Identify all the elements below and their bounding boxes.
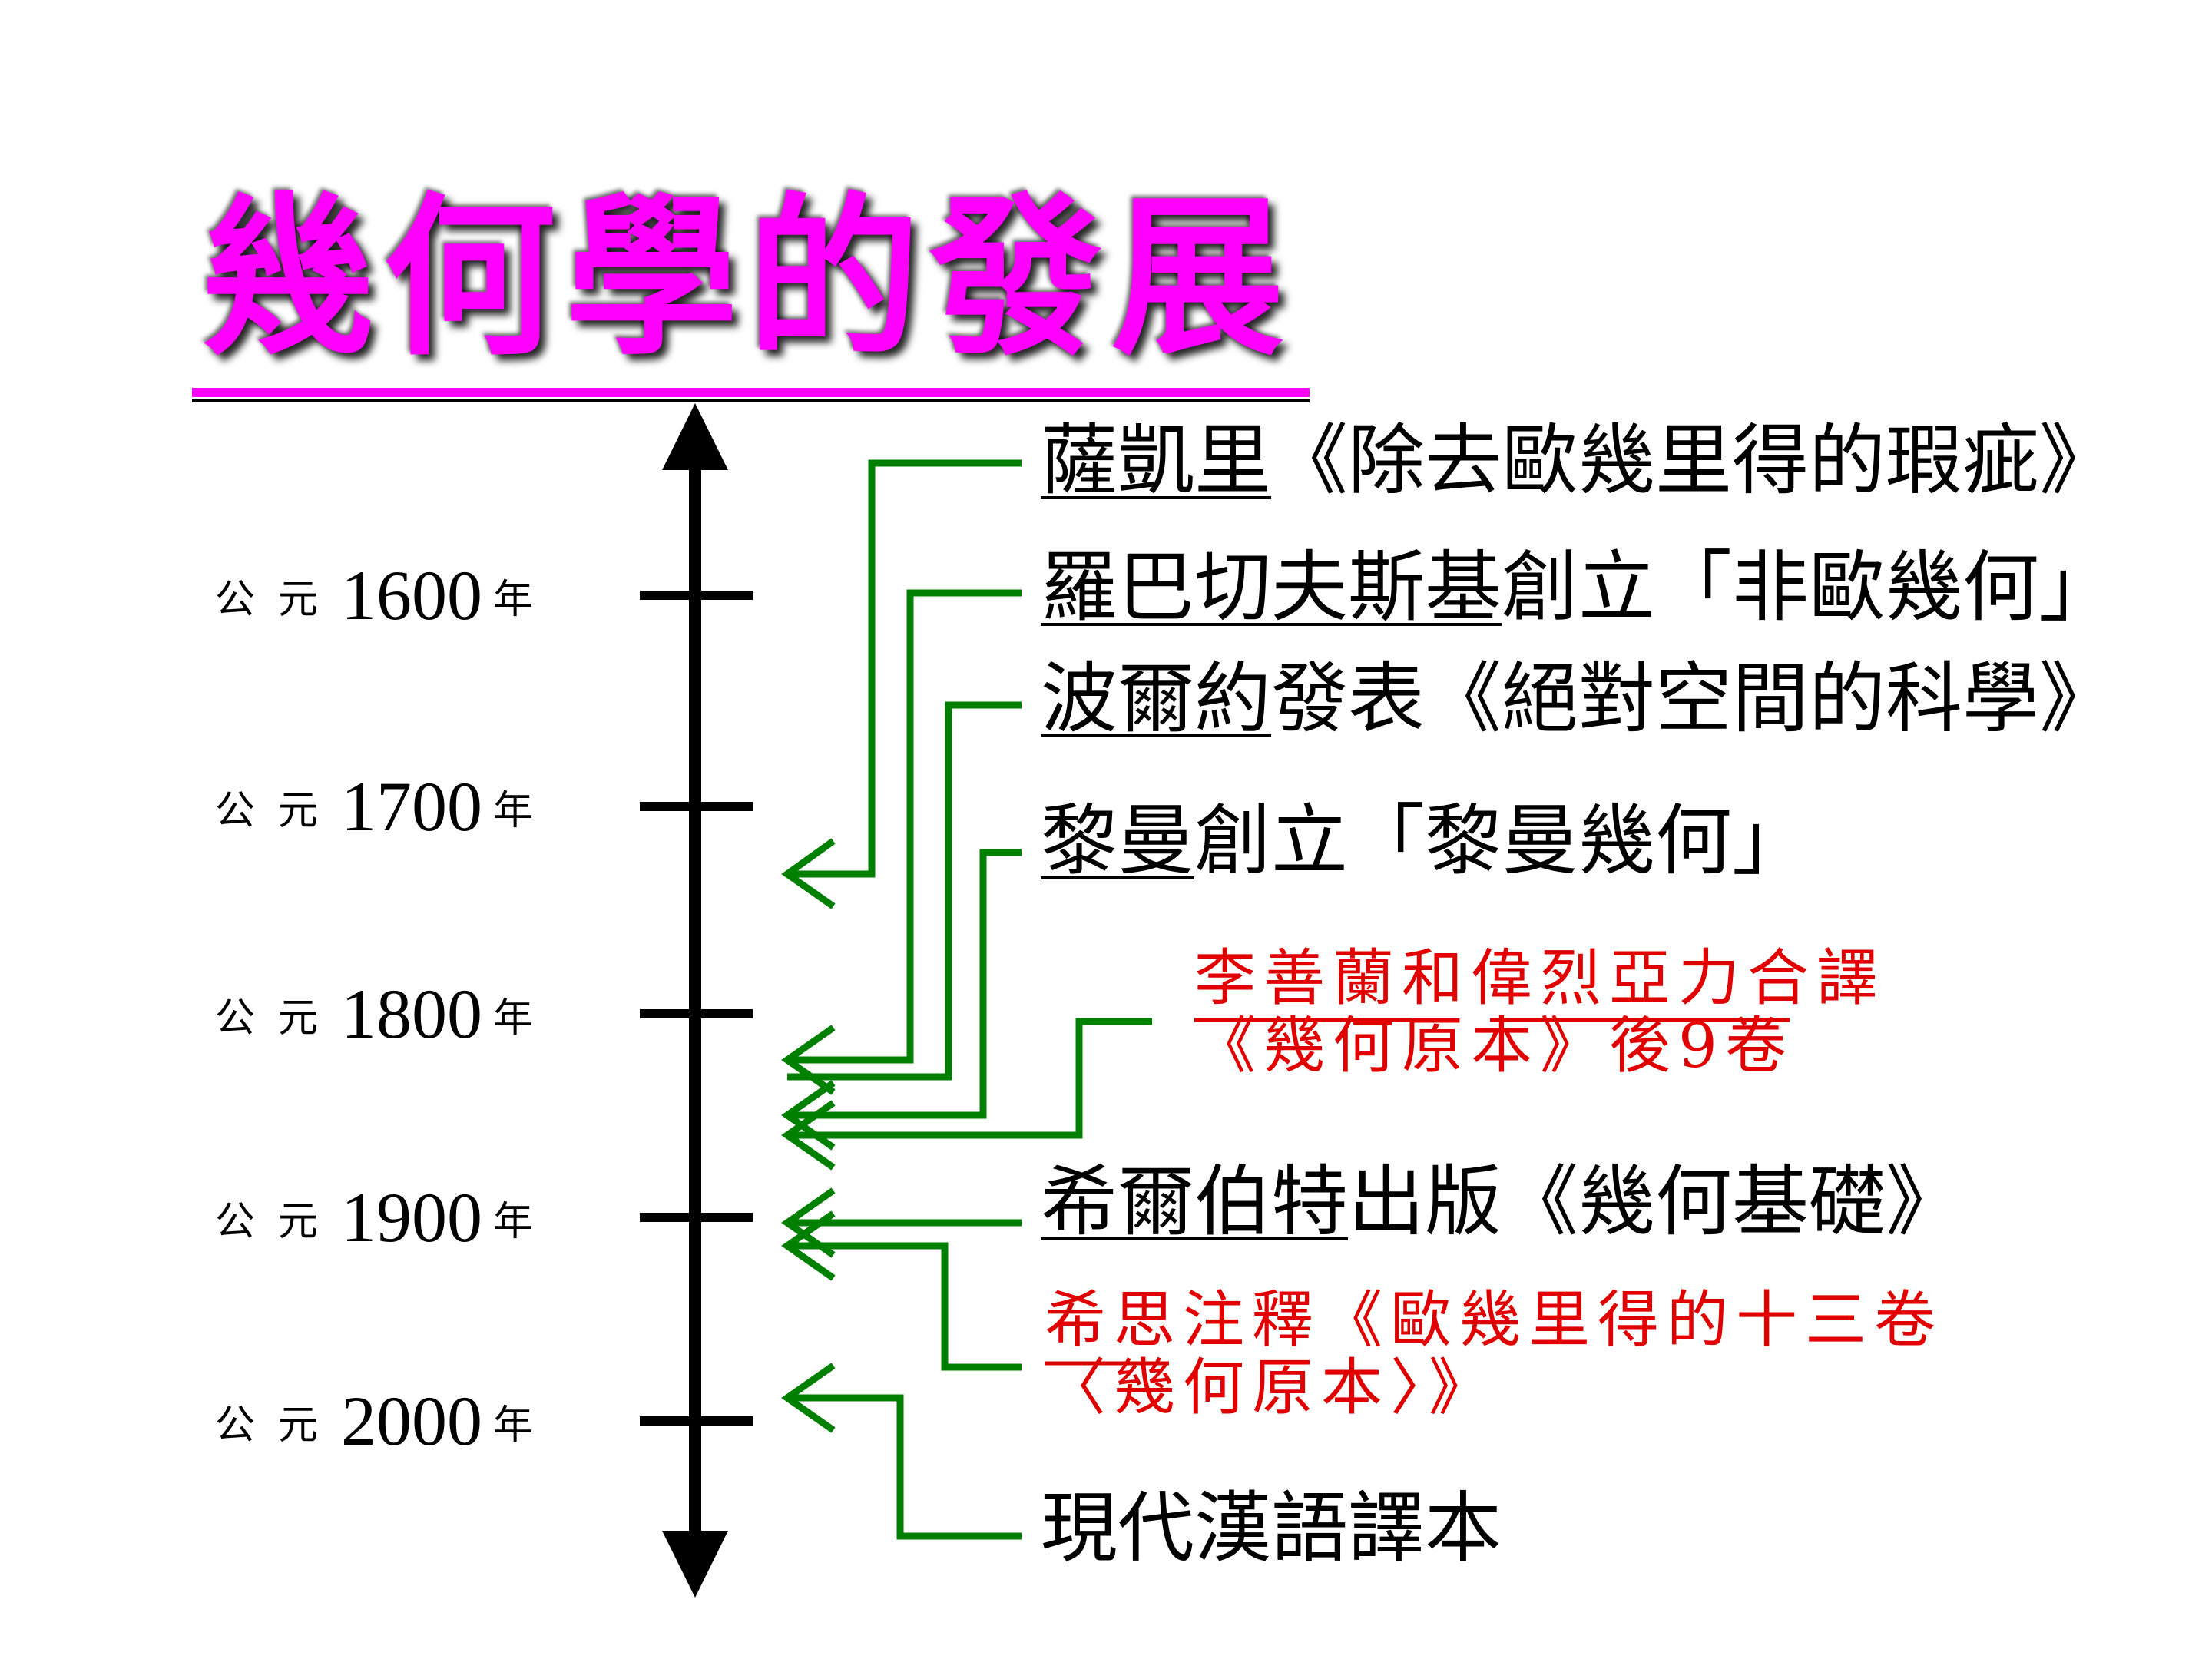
- axis-arrow-up: [662, 403, 728, 470]
- year-label-1700: 公元 1700 年: [215, 767, 557, 846]
- event-saccheri: 薩凱里《除去歐幾里得的瑕疵》: [1041, 416, 2116, 505]
- event-lobachevsky: 羅巴切夫斯基創立「非歐幾何」: [1041, 542, 2116, 632]
- event-bolyai: 波爾約發表《絕對空間的科學》: [1041, 654, 2116, 743]
- event-hilbert: 希爾伯特出版《幾何基礎》: [1041, 1157, 1962, 1247]
- event-modern-translation: 現代漢語譯本: [1041, 1483, 1502, 1573]
- arrowhead-saccheri: [781, 838, 836, 909]
- arrowhead-li-wylie: [781, 1100, 836, 1171]
- event-li-wylie: 李善蘭和偉烈亞力合譯 《幾何原本》後9卷: [1194, 942, 1886, 1081]
- arrow-modern: [787, 1394, 1022, 1540]
- page-title: 幾何學的發展: [201, 177, 1293, 379]
- arrow-heath: [787, 1242, 1022, 1371]
- arrowhead-heath: [781, 1210, 836, 1281]
- year-label-2000: 公元 2000 年: [215, 1382, 557, 1460]
- event-heath: 希思注釋《歐幾里得的十三卷 〈幾何原本〉》: [1045, 1284, 1943, 1423]
- axis-arrow-down: [662, 1531, 728, 1598]
- arrow-lobachevsky: [787, 589, 1022, 1064]
- arrow-bolyai: [787, 701, 1022, 1081]
- arrow-riemann: [787, 849, 1022, 1119]
- arrowhead-lobachevsky: [781, 1025, 836, 1095]
- arrowhead-modern: [781, 1363, 836, 1433]
- event-riemann: 黎曼創立「黎曼幾何」: [1041, 796, 1809, 886]
- arrow-saccheri: [787, 459, 1022, 878]
- title-underline: [192, 388, 1310, 397]
- year-label-1600: 公元 1600 年: [215, 556, 557, 634]
- year-label-1800: 公元 1800 年: [215, 975, 557, 1053]
- arrow-li-wylie: [787, 1018, 1152, 1139]
- year-label-1900: 公元 1900 年: [215, 1178, 557, 1257]
